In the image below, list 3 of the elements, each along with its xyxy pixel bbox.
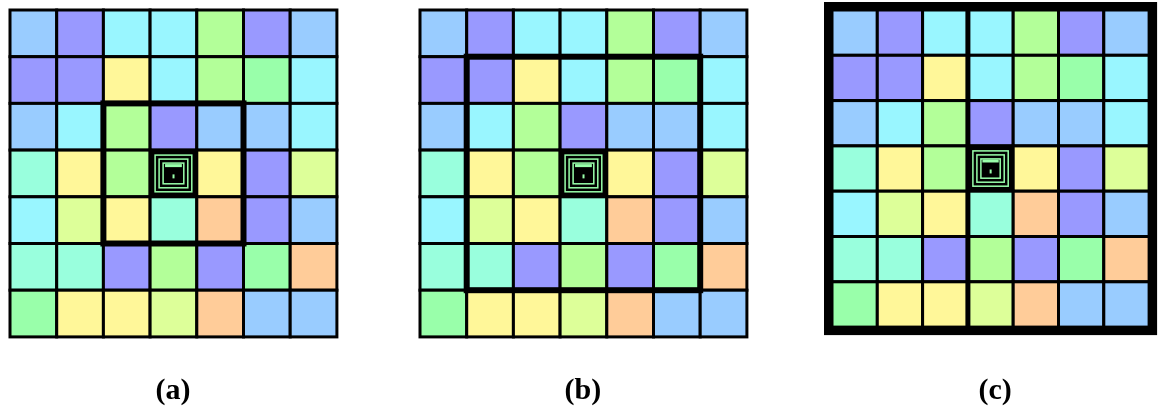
panel-label: (a) [155, 372, 191, 406]
panel-label: (c) [978, 372, 1012, 406]
panel-label: (b) [564, 372, 602, 406]
